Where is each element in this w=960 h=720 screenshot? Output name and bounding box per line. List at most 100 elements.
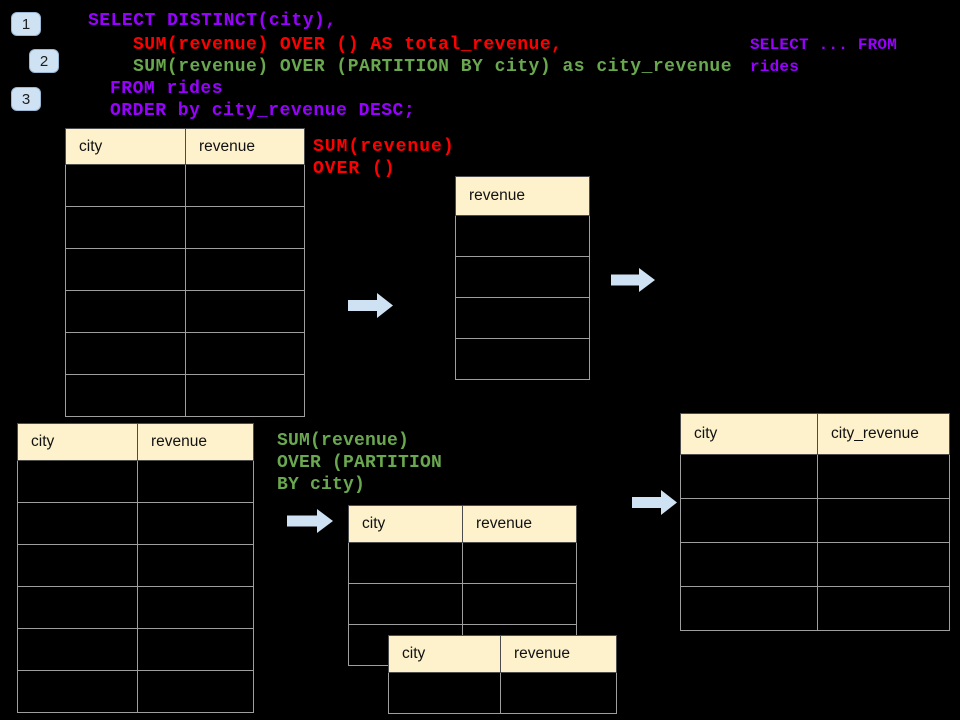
header-row: city city_revenue	[680, 413, 950, 455]
table-total-revenue: revenue	[455, 176, 590, 380]
column-header-revenue: revenue	[500, 635, 617, 673]
table-body	[65, 164, 305, 417]
empty-cell	[17, 460, 138, 503]
empty-cell	[817, 542, 950, 587]
table-body	[17, 460, 254, 713]
step-badge-3: 3	[11, 87, 41, 111]
table-partition-overlay: city revenue	[388, 635, 617, 714]
empty-cell	[185, 290, 305, 333]
table-row	[17, 460, 254, 503]
empty-cell	[348, 542, 463, 584]
empty-cell	[137, 460, 254, 503]
empty-cell	[17, 670, 138, 713]
annotation-sum-over-total: SUM(revenue) OVER ()	[313, 137, 455, 179]
table-body	[680, 454, 950, 631]
empty-cell	[817, 454, 950, 499]
table-row	[680, 542, 950, 587]
select-from-rides-note: SELECT ... FROM rides	[750, 36, 898, 76]
sql-line-select: SELECT DISTINCT(city),	[88, 11, 337, 31]
empty-cell	[680, 498, 818, 543]
table-row	[388, 672, 617, 714]
empty-cell	[137, 544, 254, 587]
table-row	[65, 374, 305, 417]
table-row	[65, 290, 305, 333]
column-header-revenue: revenue	[462, 505, 577, 543]
table-city-revenue-result: city city_revenue	[680, 413, 950, 631]
empty-cell	[500, 672, 617, 714]
empty-cell	[388, 672, 501, 714]
empty-cell	[680, 454, 818, 499]
empty-cell	[137, 502, 254, 545]
table-row	[680, 454, 950, 499]
empty-cell	[185, 374, 305, 417]
empty-cell	[65, 248, 186, 291]
empty-cell	[348, 583, 463, 625]
empty-cell	[17, 544, 138, 587]
table-row	[455, 297, 590, 339]
table-row	[65, 164, 305, 207]
sql-line-from: FROM rides	[110, 79, 224, 99]
table-row	[65, 332, 305, 375]
column-header-city: city	[388, 635, 501, 673]
column-header-revenue: revenue	[137, 423, 254, 461]
empty-cell	[455, 297, 590, 339]
empty-cell	[185, 206, 305, 249]
empty-cell	[462, 583, 577, 625]
header-row: city revenue	[388, 635, 617, 673]
table-row	[455, 256, 590, 298]
empty-cell	[65, 164, 186, 207]
header-row: city revenue	[65, 128, 305, 165]
sql-line-total-revenue: SUM(revenue) OVER () AS total_revenue,	[133, 35, 563, 55]
empty-cell	[817, 498, 950, 543]
empty-cell	[65, 290, 186, 333]
table-row	[680, 586, 950, 631]
table-row	[348, 542, 577, 584]
table-row	[17, 544, 254, 587]
flow-arrow-icon	[632, 490, 677, 515]
empty-cell	[185, 164, 305, 207]
empty-cell	[680, 542, 818, 587]
header-row: city revenue	[348, 505, 577, 543]
empty-cell	[65, 374, 186, 417]
flow-arrow-icon	[611, 268, 655, 292]
table-row	[455, 215, 590, 257]
annotation-sum-over-partition: SUM(revenue) OVER (PARTITION BY city)	[277, 431, 443, 495]
table-partition-mid: city revenue	[348, 505, 577, 666]
empty-cell	[137, 586, 254, 629]
table-row	[17, 628, 254, 671]
empty-cell	[185, 248, 305, 291]
column-header-city: city	[17, 423, 138, 461]
table-row	[17, 502, 254, 545]
sql-line-partition: SUM(revenue) OVER (PARTITION BY city) as…	[133, 57, 732, 77]
column-header-revenue: revenue	[185, 128, 305, 165]
header-row: city revenue	[17, 423, 254, 461]
flow-arrow-icon	[348, 293, 393, 318]
empty-cell	[455, 256, 590, 298]
column-header-city: city	[680, 413, 818, 455]
table-row	[65, 248, 305, 291]
table-source-bottom: city revenue	[17, 423, 254, 713]
table-row	[17, 586, 254, 629]
table-body	[348, 542, 577, 666]
table-row	[455, 338, 590, 380]
empty-cell	[455, 215, 590, 257]
empty-cell	[17, 628, 138, 671]
empty-cell	[817, 586, 950, 631]
empty-cell	[462, 542, 577, 584]
column-header-city: city	[65, 128, 186, 165]
empty-cell	[137, 628, 254, 671]
step-badge-1: 1	[11, 12, 41, 36]
empty-cell	[17, 586, 138, 629]
sql-line-order-by: ORDER by city_revenue DESC;	[110, 101, 416, 121]
table-row	[17, 670, 254, 713]
table-row	[348, 583, 577, 625]
table-source-top: city revenue	[65, 128, 305, 417]
empty-cell	[185, 332, 305, 375]
step-badge-2: 2	[29, 49, 59, 73]
column-header-city: city	[348, 505, 463, 543]
empty-cell	[680, 586, 818, 631]
empty-cell	[455, 338, 590, 380]
header-row: revenue	[455, 176, 590, 216]
column-header-revenue: revenue	[455, 176, 590, 216]
